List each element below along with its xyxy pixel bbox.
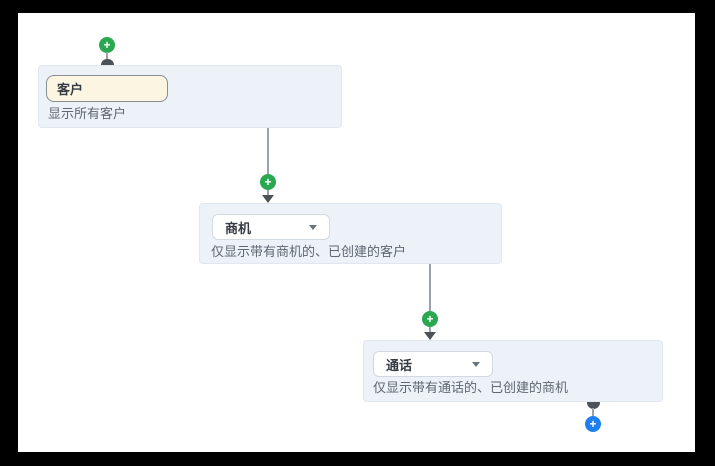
add-step-button[interactable]: + (585, 416, 601, 432)
connector-line (429, 327, 431, 332)
add-step-button[interactable]: + (422, 311, 438, 327)
connector-endpoint (100, 58, 114, 65)
node-name-input[interactable]: 客户 (46, 75, 168, 102)
flow-node-calls[interactable]: 通话 仅显示带有通话的、已创建的商机 (363, 340, 663, 402)
node-description: 显示所有客户 (48, 106, 127, 121)
arrow-down-icon (261, 195, 274, 203)
arrow-down-icon (423, 332, 436, 340)
flow-node-opportunities[interactable]: 商机 仅显示带有商机的、已创建的客户 (199, 203, 502, 264)
plus-icon: + (426, 312, 434, 326)
connector-line (267, 128, 269, 174)
connector-line (267, 190, 269, 195)
plus-icon: + (103, 38, 111, 52)
add-step-button[interactable]: + (99, 37, 115, 53)
node-description: 仅显示带有通话的、已创建的商机 (373, 380, 569, 395)
caret-down-icon (472, 361, 480, 367)
plus-icon: + (264, 175, 272, 189)
node-type-select[interactable]: 通话 (373, 351, 493, 377)
flow-node-customers[interactable]: 客户 显示所有客户 (38, 65, 342, 128)
node-type-select[interactable]: 商机 (212, 214, 330, 240)
connector-endpoint (586, 402, 600, 409)
plus-icon: + (589, 417, 597, 431)
node-type-select-value: 商机 (225, 220, 252, 236)
caret-down-icon (309, 224, 317, 230)
node-type-select-value: 通话 (386, 357, 413, 373)
add-step-button[interactable]: + (260, 174, 276, 190)
connector-line (106, 52, 108, 59)
node-description: 仅显示带有商机的、已创建的客户 (211, 244, 407, 259)
connector-line (429, 264, 431, 311)
connector-line (592, 408, 594, 416)
